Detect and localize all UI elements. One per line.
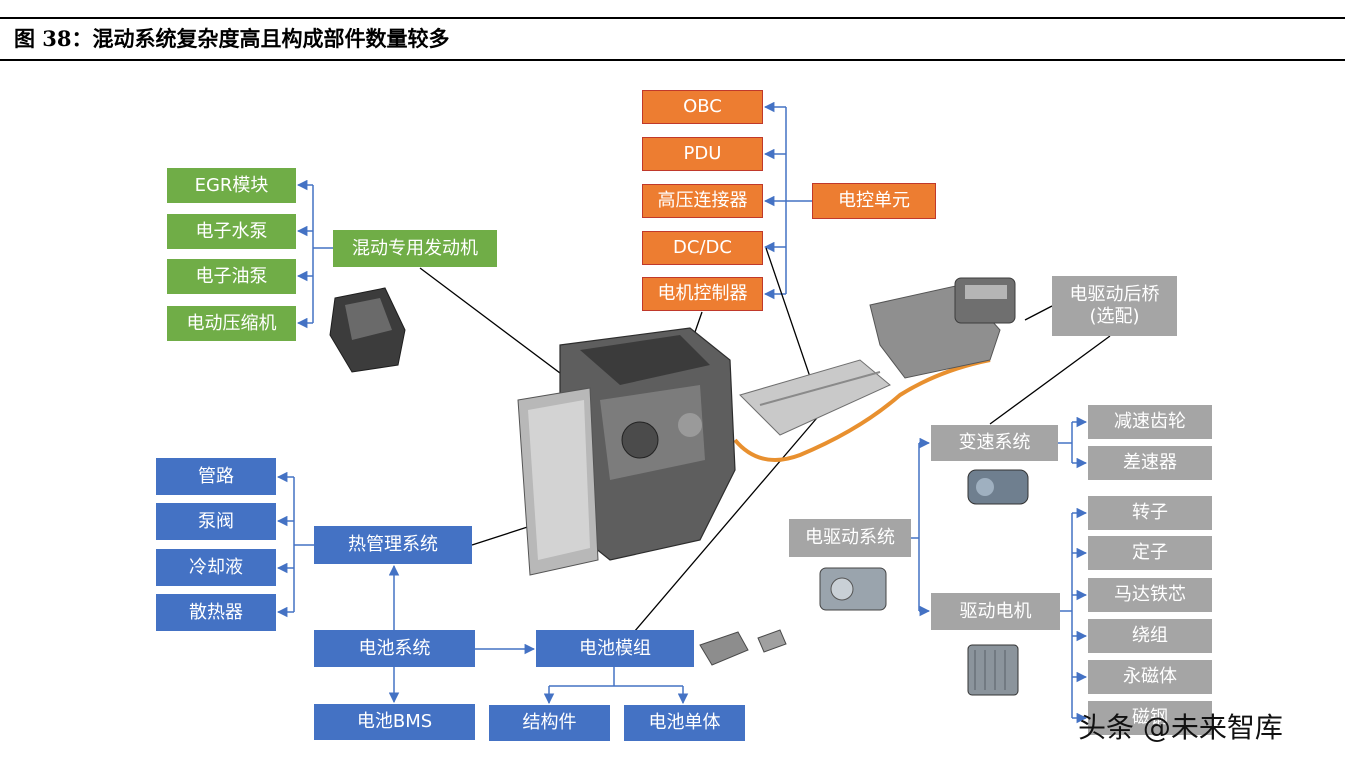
battery-part-cell: 电池单体 <box>624 705 745 741</box>
battery-bms-node: 电池BMS <box>314 704 475 740</box>
motor-part-magnetic-steel: 磁钢 <box>1088 701 1212 735</box>
engine-part-electric-oil-pump: 电子油泵 <box>167 259 296 294</box>
motor-part-core: 马达铁芯 <box>1088 578 1212 612</box>
thermal-part-pipes: 管路 <box>156 458 276 495</box>
transmission-part-differential: 差速器 <box>1088 446 1212 480</box>
control-part-hv-connector: 高压连接器 <box>642 184 763 218</box>
control-part-pdu: PDU <box>642 137 763 171</box>
drive-motor-node: 驱动电机 <box>931 593 1060 630</box>
hybrid-engine-node: 混动专用发动机 <box>333 230 497 267</box>
rear-e-axle-node: 电驱动后桥 (选配) <box>1052 276 1177 336</box>
control-part-dcdc: DC/DC <box>642 231 763 265</box>
title-bottom-rule <box>0 59 1345 61</box>
rear-e-axle-label: 电驱动后桥 <box>1069 284 1160 305</box>
title-top-rule <box>0 17 1345 19</box>
transmission-part-reduction-gear: 减速齿轮 <box>1088 405 1212 439</box>
electric-drive-system-node: 电驱动系统 <box>789 519 911 557</box>
motor-part-winding: 绕组 <box>1088 619 1212 653</box>
battery-system-node: 电池系统 <box>314 630 475 667</box>
transmission-node: 变速系统 <box>931 425 1058 461</box>
watermark: 头条 @未来智库 <box>1078 711 1283 744</box>
thermal-part-pump-valve: 泵阀 <box>156 503 276 540</box>
electronic-control-unit-node: 电控单元 <box>812 183 936 219</box>
engine-part-egr-module: EGR模块 <box>167 168 296 203</box>
motor-part-permanent-magnet: 永磁体 <box>1088 660 1212 694</box>
thermal-part-coolant: 冷却液 <box>156 549 276 586</box>
motor-part-stator: 定子 <box>1088 536 1212 570</box>
engine-part-electric-compressor: 电动压缩机 <box>167 306 296 341</box>
battery-module-node: 电池模组 <box>536 630 694 667</box>
control-part-obc: OBC <box>642 90 763 124</box>
thermal-management-node: 热管理系统 <box>314 526 472 564</box>
engine-part-electric-water-pump: 电子水泵 <box>167 214 296 249</box>
motor-part-rotor: 转子 <box>1088 496 1212 530</box>
rear-e-axle-optional: (选配) <box>1089 306 1140 327</box>
thermal-part-radiator: 散热器 <box>156 594 276 631</box>
figure-title: 图 38：混动系统复杂度高且构成部件数量较多 <box>14 26 450 51</box>
battery-part-structure: 结构件 <box>489 705 610 741</box>
control-part-motor-controller: 电机控制器 <box>642 277 763 311</box>
